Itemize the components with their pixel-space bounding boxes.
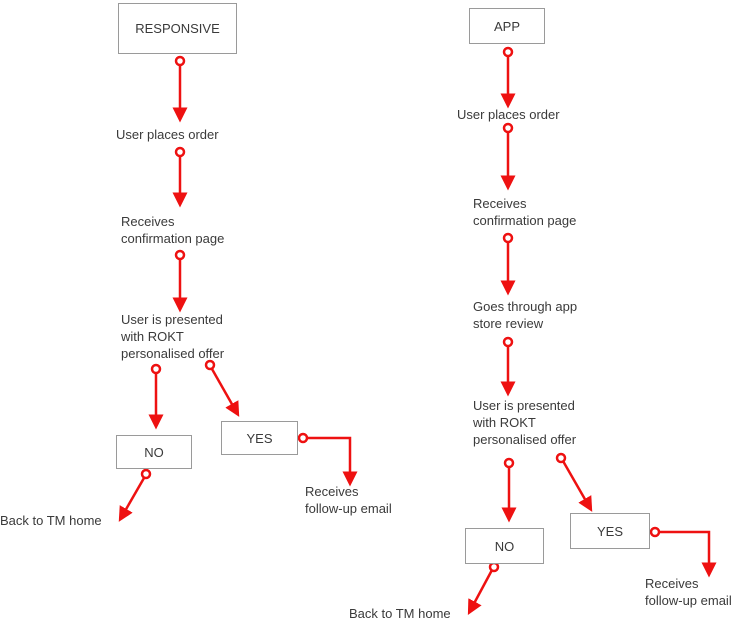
app-header-label: APP [493,18,520,34]
connector-dot [502,232,514,244]
app-no-box: NO [465,528,544,564]
app-step-rokt-offer: User is presented with ROKT personalised… [473,398,577,447]
app-yes-box: YES [570,513,650,549]
responsive-no-label: NO [144,444,164,460]
connector-dot [502,122,514,134]
connector-dot [649,526,661,538]
connector-dot [140,468,152,480]
connector-dot [502,46,514,58]
app-no-label: NO [494,538,515,554]
connector-dot [297,432,309,444]
connector-arrow [657,530,717,578]
connector-dot [488,561,500,573]
connector-arrow [561,460,593,512]
app-step-place-order: User places order [457,107,560,122]
app-step-app-store-review: Goes through app store review [473,299,578,331]
app-yes-result: Receives follow-up email [645,576,732,608]
connector-dot [503,457,515,469]
app-header-box: APP [469,8,545,44]
responsive-yes-result: Receives follow-up email [305,484,392,516]
connector-arrow [210,368,240,417]
connector-arrow [302,436,358,487]
responsive-step-rokt-offer: User is presented with ROKT personalised… [121,312,225,361]
responsive-yes-box: YES [221,421,298,455]
responsive-step-place-order: User places order [116,127,219,142]
responsive-yes-label: YES [246,430,273,446]
app-step-confirmation: Receives confirmation page [473,196,577,228]
connector-dot [204,359,216,371]
connector-arrow [467,569,494,615]
connector-dot [150,363,162,375]
app-no-result: Back to TM home [349,606,451,621]
connector-dot [174,146,186,158]
responsive-step-confirmation: Receives confirmation page [121,214,225,246]
responsive-no-box: NO [116,435,192,469]
connector-dot [174,249,186,261]
responsive-header-label: RESPONSIVE [135,21,220,36]
connector-dot [174,55,186,67]
responsive-no-result: Back to TM home [0,513,102,528]
connector-arrow [118,477,146,522]
responsive-header-box: RESPONSIVE [118,3,237,54]
connector-dot [502,336,514,348]
app-yes-label: YES [596,523,623,539]
connector-dot [555,452,567,464]
